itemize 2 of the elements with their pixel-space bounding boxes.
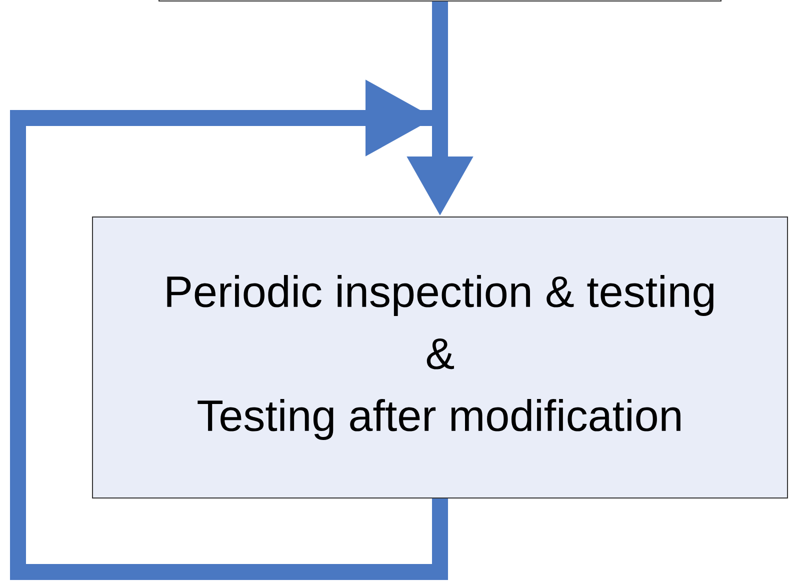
process-box: Periodic inspection & testing & Testing after modification [92, 216, 788, 498]
loop-arrow [10, 80, 448, 580]
